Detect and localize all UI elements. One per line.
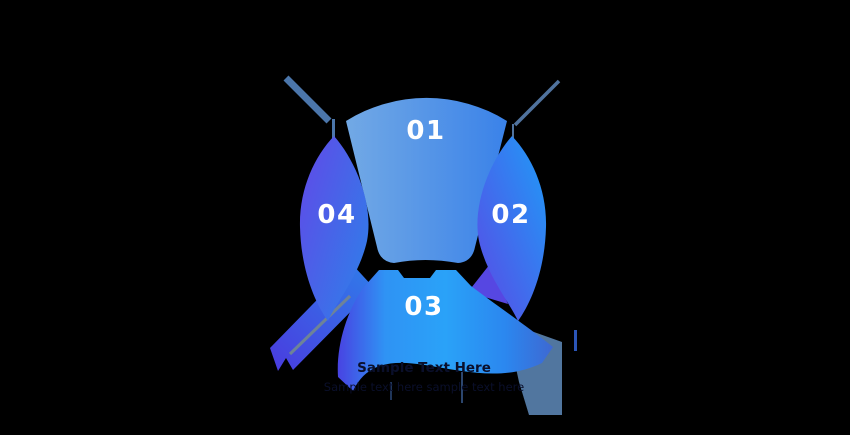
caption-line-2: Sample text here sample text here — [324, 380, 524, 394]
segment-03-number: 03 — [404, 292, 443, 322]
caption-line-1: Sample Text Here — [357, 360, 491, 376]
segment-02-shape — [477, 136, 547, 321]
segment-02-number: 02 — [491, 200, 530, 230]
left-wing-ribbon — [270, 264, 374, 371]
segment-01-number: 01 — [406, 116, 445, 146]
left-wing-fold-shadow — [288, 294, 352, 356]
leader-line-top-left-diagonal — [283, 75, 332, 124]
segment-01-shape — [346, 97, 507, 263]
segment-04-number: 04 — [317, 200, 356, 230]
leader-line-top-right-diagonal — [513, 79, 561, 127]
segment-03-shape — [337, 270, 553, 391]
segment-04-shape — [299, 136, 369, 321]
